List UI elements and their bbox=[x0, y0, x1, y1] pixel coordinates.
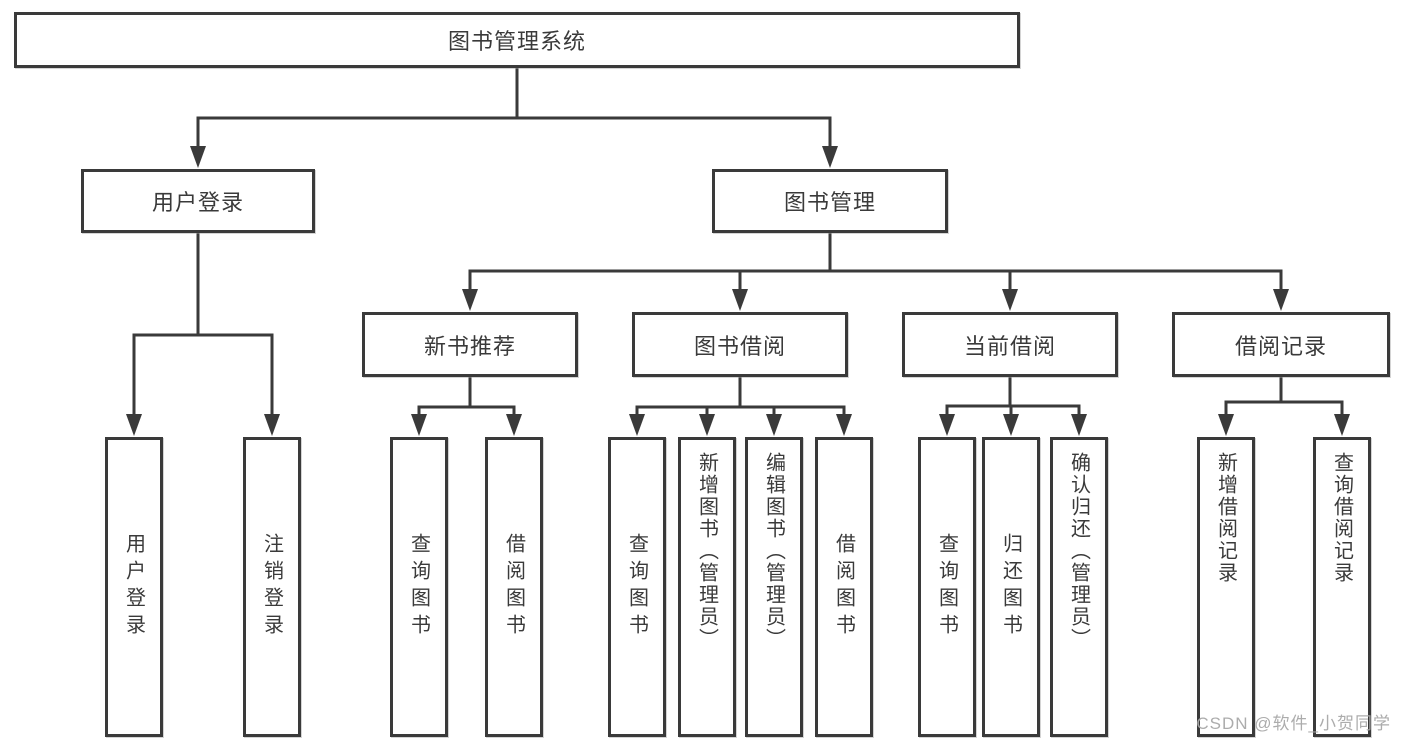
arrow-down-icon bbox=[836, 414, 852, 436]
arrow-down-icon bbox=[1218, 414, 1234, 436]
arrow-down-icon bbox=[190, 146, 206, 168]
leaf-borrow-books-1: 借阅图书 bbox=[485, 437, 543, 737]
leaf-add-book-admin: 新增图书（管理员） bbox=[678, 437, 736, 737]
arrow-down-icon bbox=[1071, 414, 1087, 436]
leaf-query-books-2: 查询图书 bbox=[608, 437, 666, 737]
arrow-down-icon bbox=[506, 414, 522, 436]
arrow-down-icon bbox=[732, 289, 748, 311]
leaf-logout: 注销登录 bbox=[243, 437, 301, 737]
arrow-down-icon bbox=[1002, 289, 1018, 311]
arrow-down-icon bbox=[1273, 289, 1289, 311]
arrow-down-icon bbox=[462, 289, 478, 311]
arrow-down-icon bbox=[629, 414, 645, 436]
arrow-down-icon bbox=[1003, 414, 1019, 436]
node-book-management: 图书管理 bbox=[712, 169, 948, 233]
arrow-down-icon bbox=[822, 146, 838, 168]
leaf-query-borrow-record: 查询借阅记录 bbox=[1313, 437, 1371, 737]
leaf-user-login: 用户登录 bbox=[105, 437, 163, 737]
arrow-down-icon bbox=[126, 414, 142, 436]
node-borrow-records: 借阅记录 bbox=[1172, 312, 1390, 377]
leaf-confirm-return-admin: 确认归还（管理员） bbox=[1050, 437, 1108, 737]
leaf-edit-book-admin: 编辑图书（管理员） bbox=[745, 437, 803, 737]
arrow-down-icon bbox=[939, 414, 955, 436]
node-new-book-recommend: 新书推荐 bbox=[362, 312, 578, 377]
arrow-down-icon bbox=[411, 414, 427, 436]
arrow-down-icon bbox=[264, 414, 280, 436]
node-root: 图书管理系统 bbox=[14, 12, 1020, 68]
arrow-down-icon bbox=[1334, 414, 1350, 436]
csdn-watermark: CSDN @软件_小贺同学 bbox=[1196, 714, 1391, 733]
node-user-login: 用户登录 bbox=[81, 169, 315, 233]
node-current-borrow: 当前借阅 bbox=[902, 312, 1118, 377]
arrow-down-icon bbox=[699, 414, 715, 436]
connector-paths bbox=[132, 68, 1344, 418]
leaf-query-books-1: 查询图书 bbox=[390, 437, 448, 737]
arrowheads bbox=[126, 146, 1350, 436]
arrow-down-icon bbox=[766, 414, 782, 436]
leaf-query-books-3: 查询图书 bbox=[918, 437, 976, 737]
leaf-add-borrow-record: 新增借阅记录 bbox=[1197, 437, 1255, 737]
leaf-borrow-books-2: 借阅图书 bbox=[815, 437, 873, 737]
leaf-return-book: 归还图书 bbox=[982, 437, 1040, 737]
node-book-borrow: 图书借阅 bbox=[632, 312, 848, 377]
